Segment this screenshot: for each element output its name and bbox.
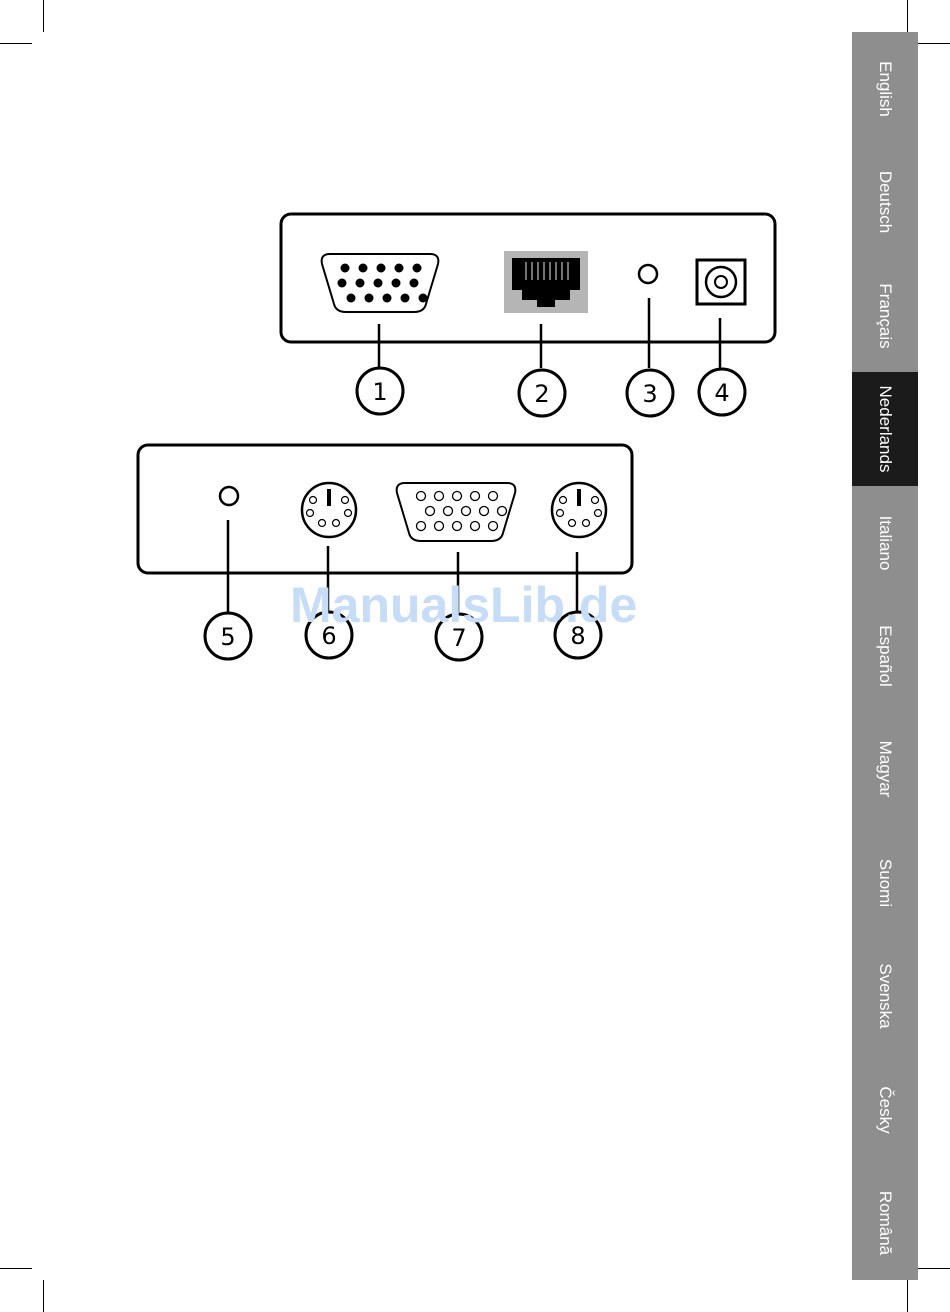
callout-5: 5 — [205, 613, 251, 659]
language-tab-romana[interactable]: Română — [852, 1167, 918, 1280]
power-jack-icon — [697, 260, 745, 304]
language-tab-deutsch[interactable]: Deutsch — [852, 145, 918, 258]
rj45-port-icon — [504, 251, 588, 313]
led-indicator-icon — [639, 265, 657, 283]
language-tab-label: Svenska — [875, 964, 895, 1029]
language-tab-espanol[interactable]: Español — [852, 599, 918, 712]
language-tab-label: Suomi — [875, 859, 895, 907]
vga-port-icon — [322, 254, 439, 312]
language-tab-svenska[interactable]: Svenska — [852, 940, 918, 1053]
language-tab-english[interactable]: English — [852, 32, 918, 145]
language-tab-magyar[interactable]: Magyar — [852, 713, 918, 826]
language-tab-cesky[interactable]: Česky — [852, 1053, 918, 1166]
language-tab-label: Español — [875, 625, 895, 686]
svg-text:4: 4 — [714, 379, 729, 407]
crop-mark — [43, 1280, 44, 1312]
callout-1: 1 — [357, 368, 403, 414]
language-tab-label: English — [875, 61, 895, 117]
vga-port-icon — [397, 483, 516, 541]
callout-3: 3 — [627, 370, 673, 416]
svg-text:1: 1 — [372, 378, 387, 406]
crop-mark — [907, 0, 908, 32]
ps2-port-icon — [302, 483, 356, 537]
language-tab-italiano[interactable]: Italiano — [852, 486, 918, 599]
language-tab-label: Română — [875, 1191, 895, 1255]
crop-mark — [918, 1268, 950, 1269]
svg-text:3: 3 — [642, 380, 657, 408]
svg-text:5: 5 — [220, 623, 235, 651]
language-tab-nederlands[interactable]: Nederlands — [852, 372, 918, 485]
svg-text:2: 2 — [534, 380, 549, 408]
language-tab-francais[interactable]: Français — [852, 259, 918, 372]
language-tab-label: Nederlands — [875, 386, 895, 473]
crop-mark — [918, 43, 950, 44]
language-tab-label: Français — [875, 283, 895, 348]
language-tab-suomi[interactable]: Suomi — [852, 826, 918, 939]
crop-mark — [907, 1280, 908, 1312]
language-tab-label: Deutsch — [875, 171, 895, 233]
crop-mark — [0, 1268, 32, 1269]
led-indicator-icon — [220, 487, 238, 505]
watermark: ManualsLib.de — [290, 576, 637, 634]
language-tab-label: Magyar — [875, 741, 895, 798]
callout-2: 2 — [519, 370, 565, 416]
callout-4: 4 — [699, 369, 745, 415]
language-tab-label: Česky — [875, 1086, 895, 1133]
ps2-port-icon — [552, 483, 606, 537]
language-tab-label: Italiano — [875, 515, 895, 570]
